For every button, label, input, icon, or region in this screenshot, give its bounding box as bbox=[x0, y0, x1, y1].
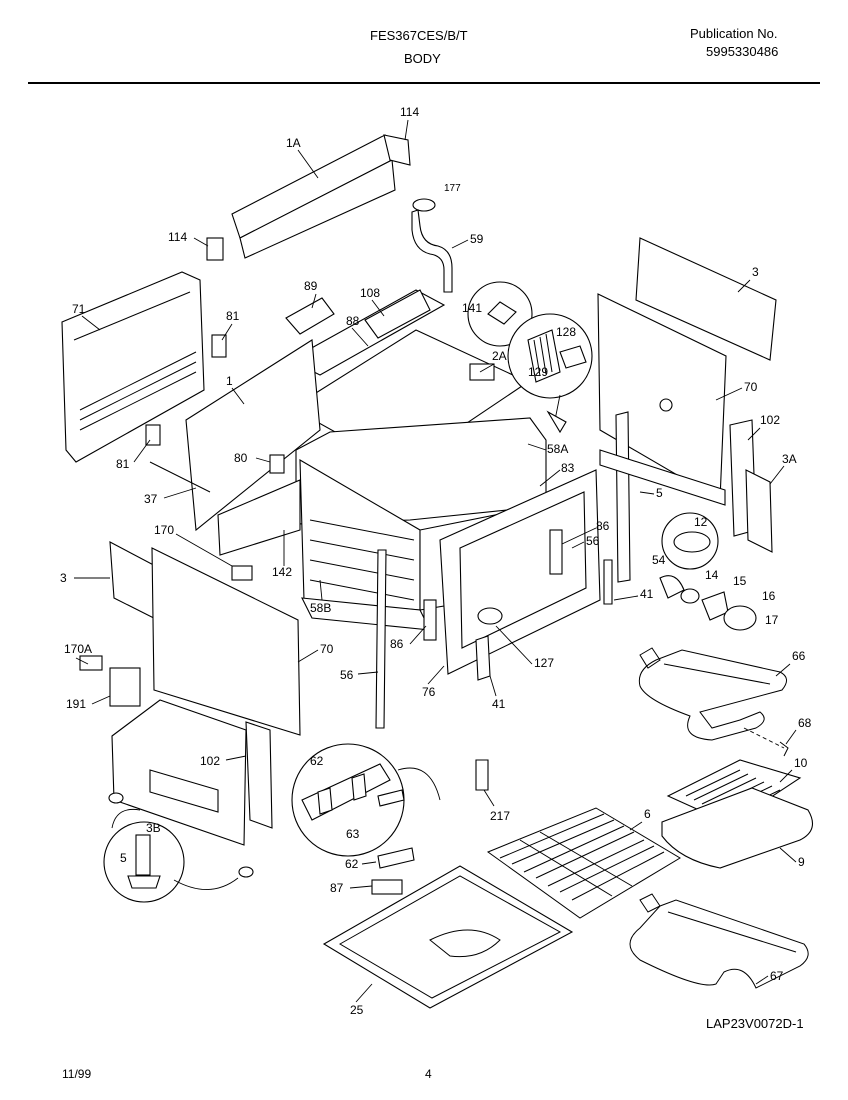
left-front-panels bbox=[79, 541, 301, 846]
callout-76: 76 bbox=[422, 685, 436, 699]
callout-16: 16 bbox=[762, 589, 776, 603]
callout-70: 70 bbox=[744, 380, 758, 394]
callout-170: 170 bbox=[154, 523, 174, 537]
callout-5b: 5 bbox=[120, 851, 127, 865]
callout-54: 54 bbox=[652, 553, 666, 567]
callout-86: 86 bbox=[596, 519, 610, 533]
oven-sensor-parts bbox=[375, 549, 613, 791]
callout-12: 12 bbox=[694, 515, 708, 529]
detail-circle-141 bbox=[467, 281, 533, 347]
callout-9: 9 bbox=[798, 855, 805, 869]
section-title: BODY bbox=[404, 51, 441, 66]
callout-5: 5 bbox=[656, 486, 663, 500]
callout-70b: 70 bbox=[320, 642, 334, 656]
callout-142: 142 bbox=[272, 565, 292, 579]
callout-108: 108 bbox=[360, 286, 380, 300]
callout-191: 191 bbox=[66, 697, 86, 711]
callout-114b: 114 bbox=[168, 230, 187, 244]
oven-bottom-panel bbox=[322, 865, 574, 1009]
callout-14: 14 bbox=[705, 568, 719, 582]
broil-element bbox=[638, 647, 789, 757]
callout-41: 41 bbox=[640, 587, 654, 601]
detail-circle-128 bbox=[507, 313, 593, 434]
callout-83: 83 bbox=[561, 461, 575, 475]
callout-129: 129 bbox=[528, 365, 548, 379]
callout-58a: 58A bbox=[547, 442, 568, 456]
callout-6: 6 bbox=[644, 807, 651, 821]
callout-56b: 56 bbox=[340, 668, 354, 682]
callout-127: 127 bbox=[534, 656, 554, 670]
callout-62b: 62 bbox=[345, 857, 359, 871]
publication-number: 5995330486 bbox=[706, 44, 779, 59]
callout-58b: 58B bbox=[310, 601, 331, 615]
drawing-code: LAP23V0072D-1 bbox=[706, 1016, 804, 1031]
callout-3b: 3 bbox=[60, 571, 67, 585]
callout-15: 15 bbox=[733, 574, 747, 588]
callout-114: 114 bbox=[400, 105, 419, 119]
callout-2a: 2A bbox=[492, 349, 507, 363]
page-number: 4 bbox=[425, 1067, 432, 1081]
oven-light-assembly bbox=[659, 512, 757, 631]
leveling-leg-detail bbox=[103, 792, 254, 903]
callout-1a: 1A bbox=[286, 136, 301, 150]
callout-67: 67 bbox=[770, 969, 784, 983]
broil-pan bbox=[661, 759, 814, 869]
left-side-wrapper bbox=[149, 339, 321, 556]
callout-25: 25 bbox=[350, 1003, 364, 1017]
callout-3b2: 3B bbox=[146, 821, 161, 835]
right-rear-panels bbox=[597, 237, 777, 583]
bake-element bbox=[629, 893, 809, 989]
publication-label: Publication No. bbox=[690, 26, 778, 41]
callout-81b: 81 bbox=[116, 457, 130, 471]
terminal-block-detail bbox=[291, 743, 441, 895]
callout-37: 37 bbox=[144, 492, 158, 506]
callout-66: 66 bbox=[792, 649, 806, 663]
callout-59: 59 bbox=[470, 232, 484, 246]
callout-177: 177 bbox=[444, 183, 461, 194]
callout-102b: 102 bbox=[200, 754, 220, 768]
callout-1: 1 bbox=[226, 374, 233, 388]
part-callouts: 114 1A 177 59 114 71 89 108 141 128 81 8… bbox=[60, 105, 812, 1017]
model-number: FES367CES/B/T bbox=[370, 28, 468, 43]
callout-10: 10 bbox=[794, 756, 808, 770]
callout-86b: 86 bbox=[390, 637, 404, 651]
callout-3a: 3A bbox=[782, 452, 797, 466]
footer-date: 11/99 bbox=[62, 1067, 92, 1081]
callout-141: 141 bbox=[462, 301, 482, 315]
callout-17: 17 bbox=[765, 613, 779, 627]
callout-68: 68 bbox=[798, 716, 812, 730]
callout-128: 128 bbox=[556, 325, 576, 339]
callout-41b: 41 bbox=[492, 697, 506, 711]
header-rule bbox=[28, 82, 820, 84]
callout-89: 89 bbox=[304, 279, 318, 293]
callout-81: 81 bbox=[226, 309, 240, 323]
oven-rack bbox=[486, 807, 681, 919]
callout-87: 87 bbox=[330, 881, 344, 895]
rear-top-panel bbox=[206, 134, 411, 261]
callout-71: 71 bbox=[72, 302, 86, 316]
vent-tube bbox=[411, 198, 453, 293]
callout-80: 80 bbox=[234, 451, 248, 465]
callout-217: 217 bbox=[490, 809, 510, 823]
callout-56: 56 bbox=[586, 534, 600, 548]
callout-88: 88 bbox=[346, 314, 360, 328]
callout-170a: 170A bbox=[64, 642, 92, 656]
callout-63: 63 bbox=[346, 827, 360, 841]
callout-62: 62 bbox=[310, 754, 324, 768]
callout-3: 3 bbox=[752, 265, 759, 279]
callout-102: 102 bbox=[760, 413, 780, 427]
